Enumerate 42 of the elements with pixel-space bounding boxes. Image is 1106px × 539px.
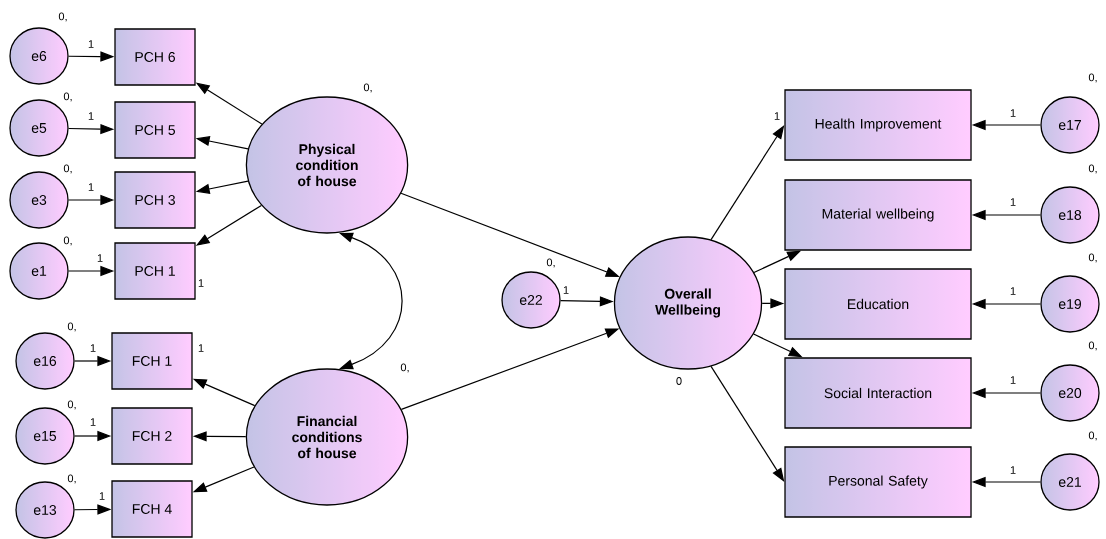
parameter-label: 0 [676,377,682,385]
variable-box: PCH 1 [114,242,196,300]
parameter-label: 0, [58,12,67,22]
edge-label: 1 [773,111,781,121]
edge-label: 1 [1009,108,1017,118]
edge-label: 1 [562,285,570,295]
edge-label: 1 [1009,375,1017,385]
parameter-label: 0, [546,258,555,268]
edge-label: 1 [1009,465,1017,475]
edge-label: 1 [1009,197,1017,207]
edge-label: 1 [98,491,106,501]
parameter-label: 0, [67,400,76,410]
parameter-label: 0, [1088,431,1097,441]
parameter-label: 0, [67,322,76,332]
parameter-label: 0, [63,164,72,174]
variable-box: Material wellbeing [784,179,972,251]
edge-label: 1 [197,278,205,288]
variable-box: PCH 5 [114,101,196,159]
variable-box: FCH 2 [111,407,193,465]
edge-label: 1 [1009,286,1017,296]
variable-box: PCH 6 [114,28,196,86]
parameter-label: 0, [63,92,72,102]
variable-box: Health Improvement [784,89,972,161]
edge-label: 1 [197,343,205,353]
variable-box: Personal Safety [784,446,972,518]
parameter-label: 0, [1088,341,1097,351]
parameter-label: 0, [67,474,76,484]
variable-box: Social Interaction [784,357,972,429]
parameter-label: 0, [1088,164,1097,174]
edge-label: 1 [96,253,104,263]
parameter-label: 0, [1088,73,1097,83]
edge-label: 1 [87,39,95,49]
edge-label: 1 [87,182,95,192]
edge-label: 1 [89,417,97,427]
edge-label: 1 [87,111,95,121]
parameter-label: 0, [363,83,372,93]
variable-box: Education [784,268,972,340]
variable-box: PCH 3 [114,171,196,229]
variable-box: FCH 4 [111,480,193,538]
edge-label: 1 [89,343,97,353]
parameter-label: 0, [1088,253,1097,263]
variable-box: FCH 1 [111,332,193,390]
